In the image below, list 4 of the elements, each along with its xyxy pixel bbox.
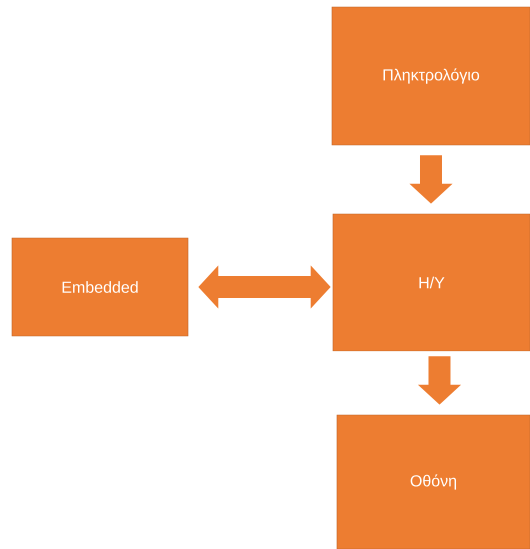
process-box: Οθόνη bbox=[336, 414, 530, 549]
process-box: H/Y bbox=[332, 214, 530, 352]
process-box: Embedded bbox=[12, 238, 188, 336]
process-box: Πληκτρολόγιο bbox=[332, 6, 530, 146]
